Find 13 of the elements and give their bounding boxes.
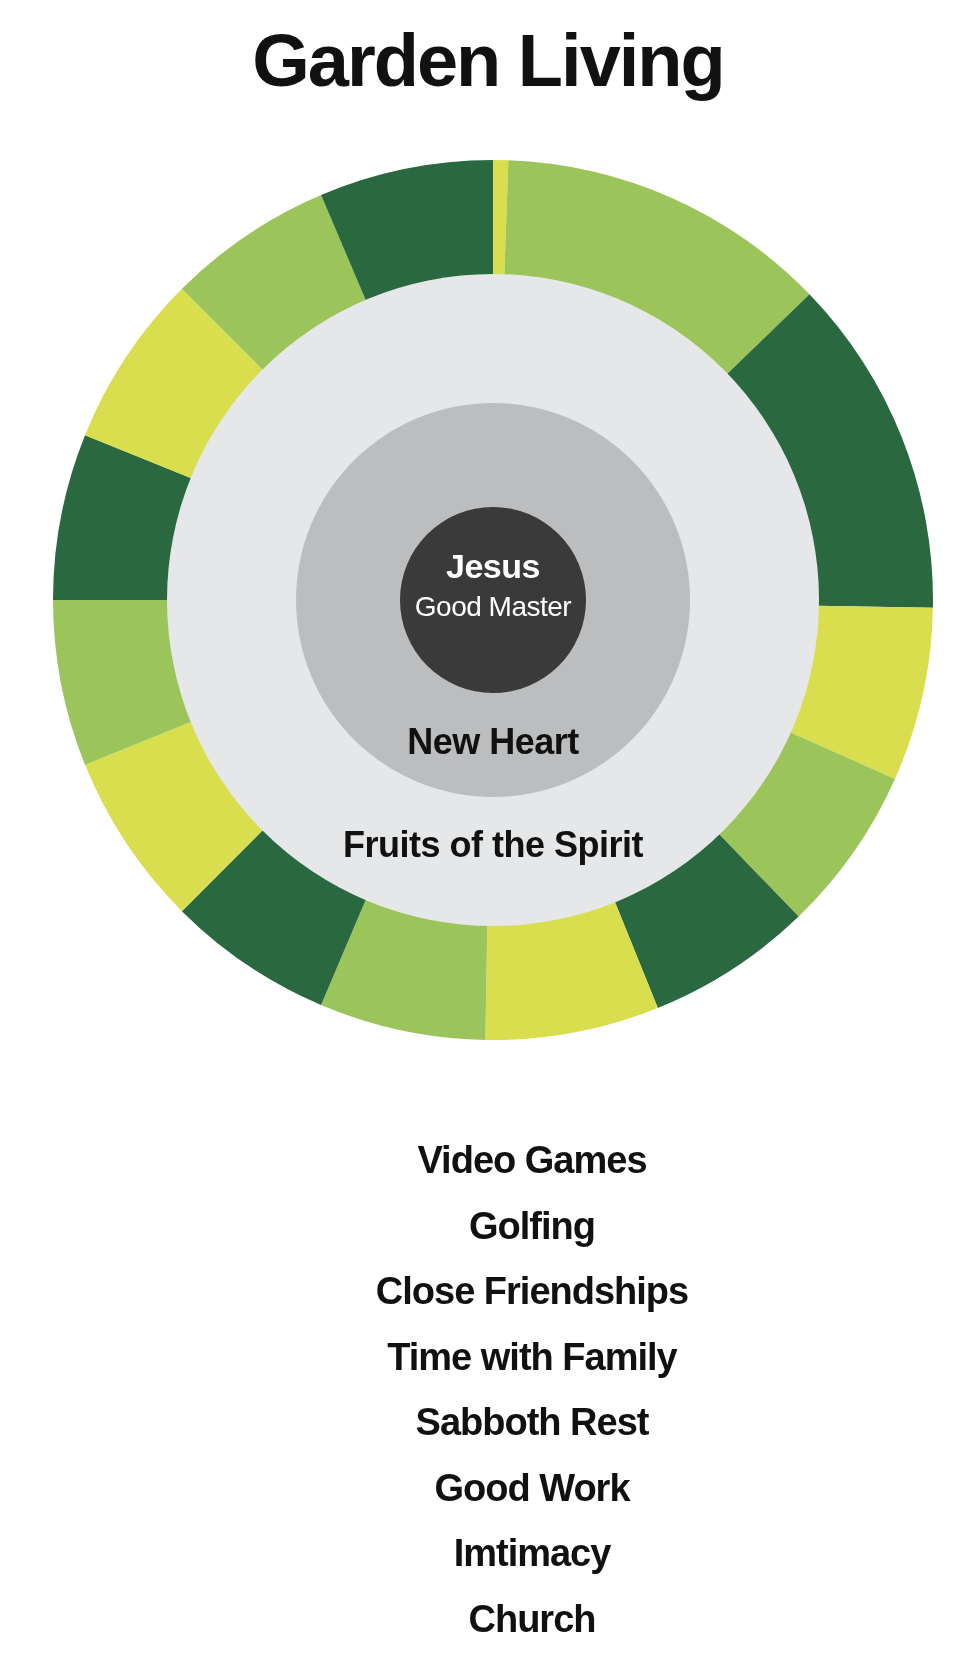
node-title: New Heart (406, 721, 580, 763)
list-item: Golfing (469, 1203, 595, 1249)
list-item: Video Games (417, 1138, 647, 1183)
node-title: Jesus (445, 547, 541, 586)
list-item: Imtimacy (453, 1531, 611, 1576)
title: Garden Living (251, 18, 725, 103)
list-item: Close Friendships (375, 1269, 689, 1314)
node-title: Fruits of the Spirit (342, 824, 644, 866)
node-subtitle: Good Master (413, 591, 573, 623)
list-item: Time with Family (387, 1334, 677, 1380)
list-item: Sabboth Rest (415, 1400, 649, 1445)
list-item: Church (468, 1596, 596, 1642)
list-item: Good Work (434, 1465, 630, 1511)
